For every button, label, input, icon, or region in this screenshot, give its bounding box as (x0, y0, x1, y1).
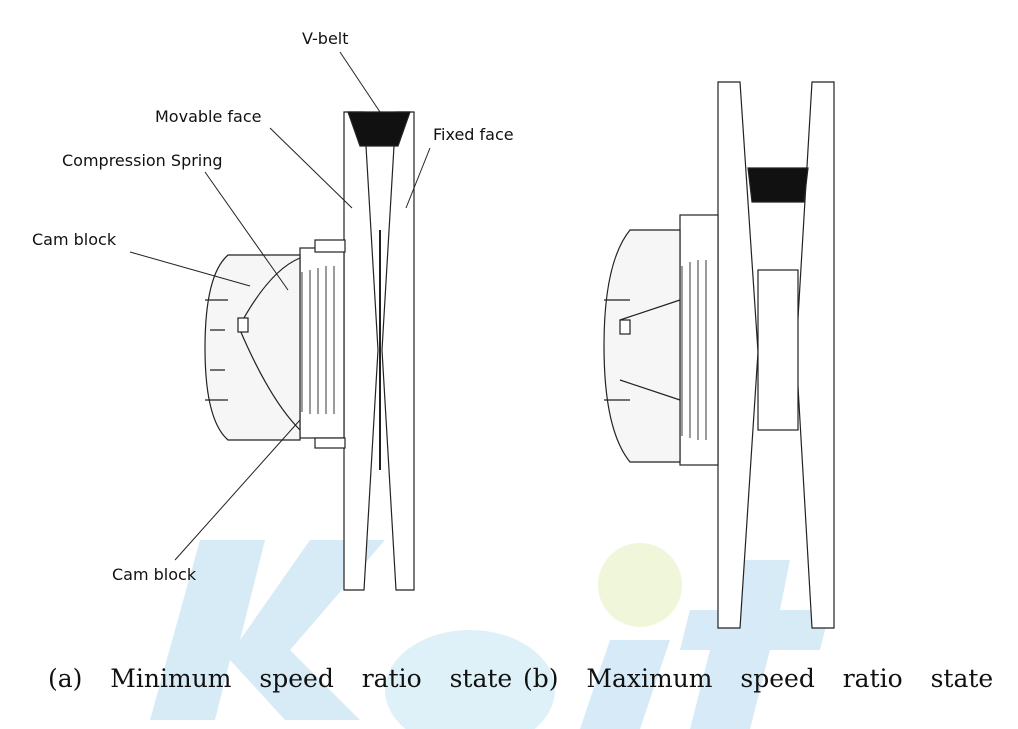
leader-compression-spring (204, 171, 289, 291)
watermark-letter-e (385, 630, 555, 729)
watermark-letter-i (580, 640, 670, 729)
leader-movable-face (269, 127, 353, 209)
diagram-a-minimum-speed (204, 111, 415, 591)
label-compression-spring: Compression Spring (62, 151, 223, 170)
label-movable-face: Movable face (155, 107, 261, 126)
leader-cam-block-upper (129, 251, 251, 287)
fixed-face-disc-a (381, 111, 415, 591)
diagram-b-maximum-speed (603, 81, 835, 629)
label-v-belt: V-belt (302, 29, 349, 48)
hub-b (757, 269, 799, 431)
leader-lines-a (129, 51, 431, 561)
watermark-logo (150, 540, 830, 729)
caption-a: (a) Minimum speed ratio state (48, 664, 512, 693)
v-belt-a (347, 111, 411, 147)
spring-housing-a (299, 247, 345, 439)
watermark-letter-k (150, 540, 385, 720)
watermark-letter-t (680, 560, 830, 729)
cam-block-a (204, 254, 301, 441)
watermark-dot (598, 543, 682, 627)
v-belt-b (747, 167, 809, 203)
label-cam-block-lower: Cam block (112, 565, 197, 584)
leader-cam-block-lower (174, 419, 301, 561)
leader-v-belt (339, 51, 381, 113)
fixed-face-disc-b (795, 81, 835, 629)
label-fixed-face: Fixed face (433, 125, 514, 144)
leader-fixed-face (405, 147, 431, 209)
cam-block-b (603, 229, 681, 463)
label-cam-block-upper: Cam block (32, 230, 117, 249)
movable-face-disc-b (717, 81, 759, 629)
movable-face-disc-a (343, 111, 379, 591)
spring-housing-b (679, 214, 719, 466)
caption-b: (b) Maximum speed ratio state (523, 664, 993, 693)
